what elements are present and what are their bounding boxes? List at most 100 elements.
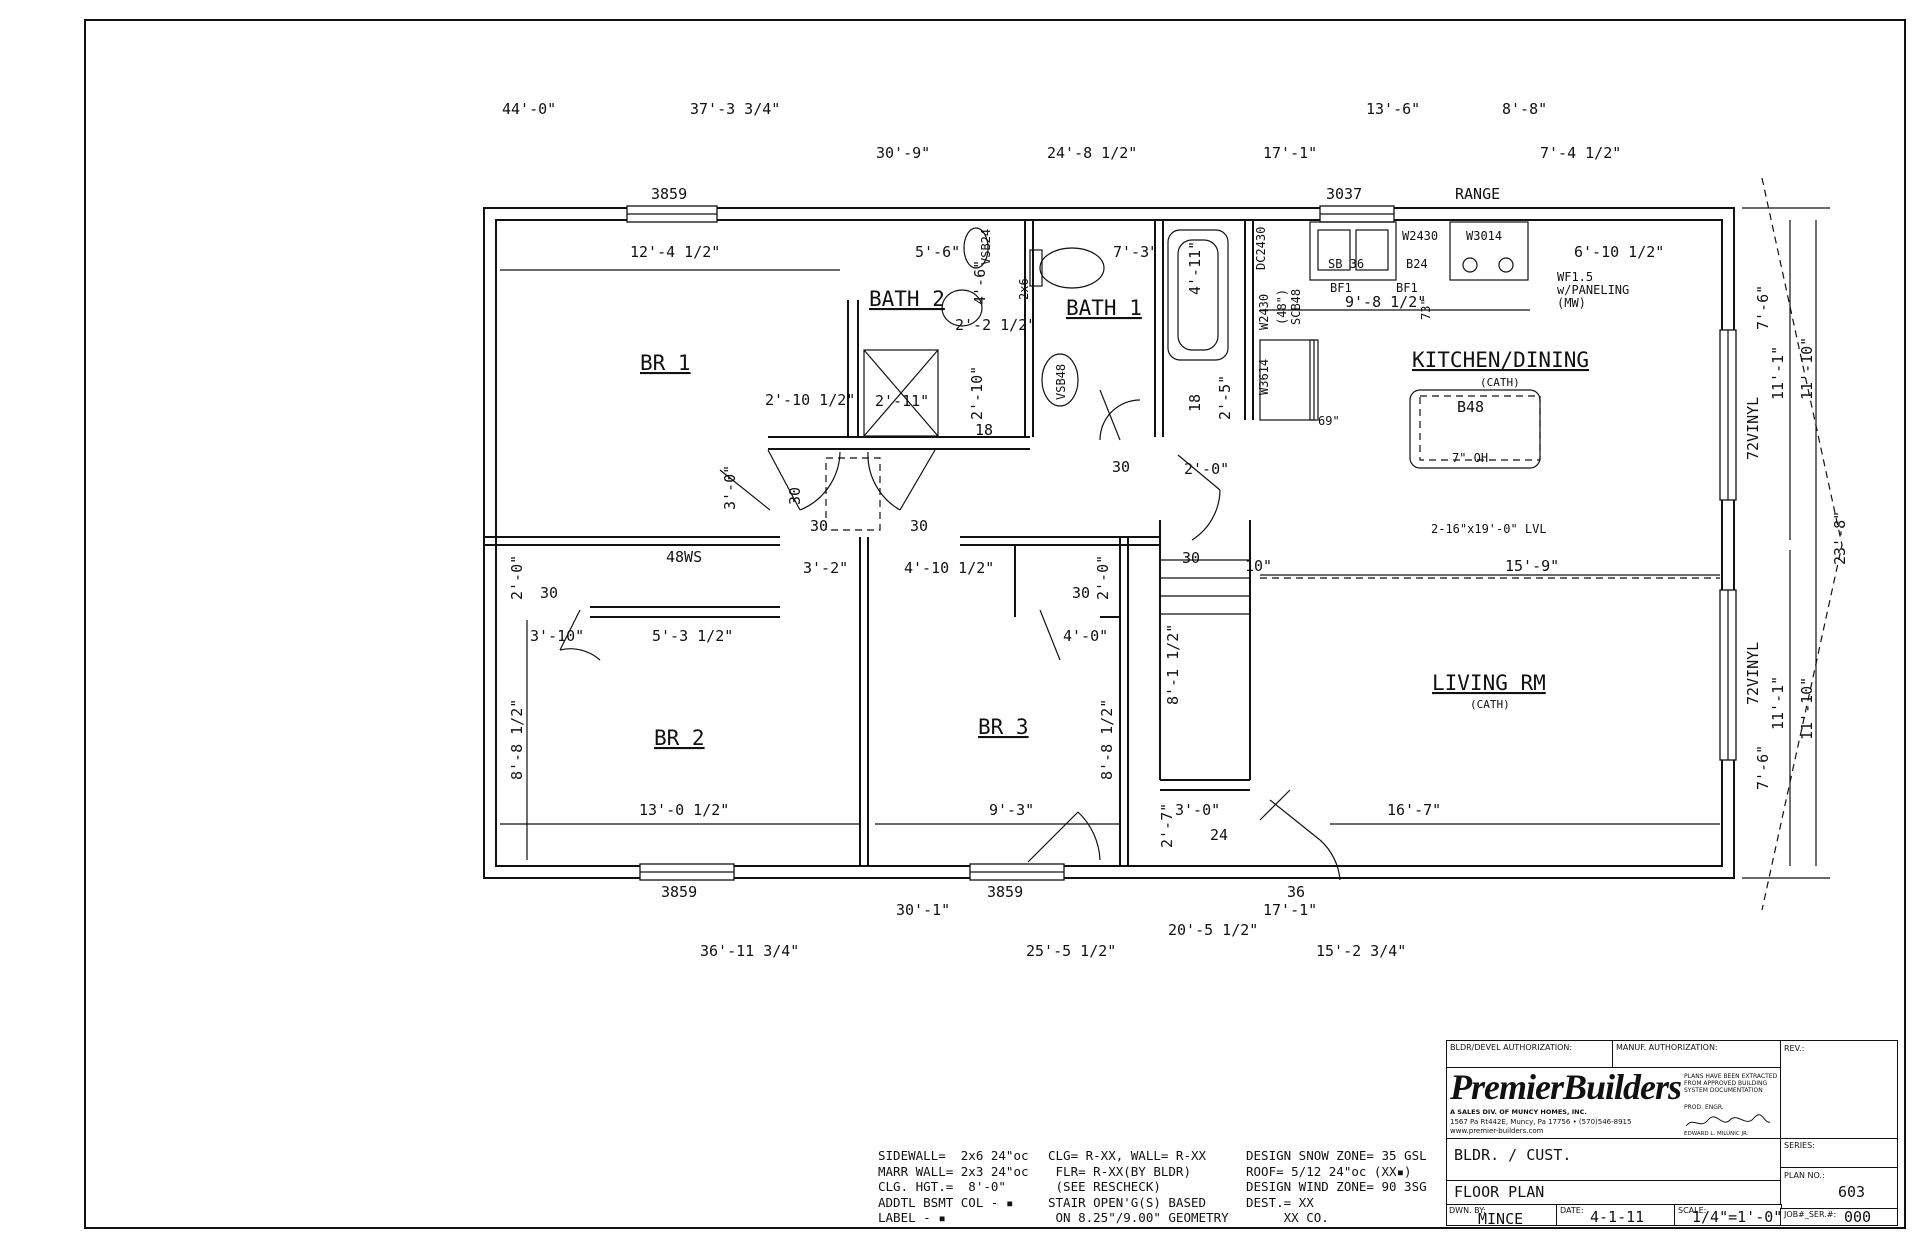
sheet-border [84, 19, 1906, 1229]
division-text: A SALES DIV. OF MUNCY HOMES, INC. [1450, 1108, 1587, 1116]
dim-text: 2'-11" [875, 392, 929, 410]
drawing-title: FLOOR PLAN [1454, 1183, 1545, 1201]
dim-text: 8'-8 1/2" [1098, 699, 1116, 780]
range-label: RANGE [1455, 185, 1500, 203]
exterior-walls [483, 207, 1735, 879]
cabinet-label: SB 36 [1328, 257, 1364, 271]
window-label: 3859 [651, 185, 687, 203]
window-label: 72VINYL [1744, 642, 1762, 705]
dim-text: 4'-0" [1063, 627, 1108, 645]
bottom-dim-label: 17'-1" [1263, 901, 1317, 919]
cabinet-label: VSB24 [979, 229, 993, 265]
dim-text: 8'-8 1/2" [508, 699, 526, 780]
room-label-br2: BR 2 [654, 726, 705, 750]
dim-text: 11'-1" [1769, 346, 1787, 400]
stairs [1160, 559, 1250, 615]
extract-note: PLANS HAVE BEEN EXTRACTED FROM APPROVED … [1684, 1073, 1778, 1094]
cabinet-label: VSB48 [1054, 364, 1068, 400]
fixtures [863, 221, 1541, 469]
dim-text: 2'-10" [968, 366, 986, 420]
door-swings [559, 389, 1341, 881]
dim-text: 8'-1 1/2" [1164, 624, 1182, 705]
dim-text: 16'-7" [1387, 801, 1441, 819]
drawn-by-value: MINCE [1478, 1210, 1524, 1228]
top-dim-label: 24'-8 1/2" [1047, 144, 1137, 162]
notes-design-zones: DESIGN SNOW ZONE= 35 GSL ROOF= 5/12 24"o… [1246, 1148, 1427, 1225]
dim-text: 11'-10" [1798, 337, 1816, 400]
dim-text: 3'-0" [1175, 801, 1220, 819]
notes-insulation: CLG= R-XX, WALL= R-XX FLR= R-XX(BY BLDR)… [1048, 1148, 1229, 1225]
rotated-dimensions: 4'-11" 4'-6" 2'-10" 18 2'-5" 3'-0" 30 2'… [508, 227, 1849, 848]
dim-text: 69" [1318, 414, 1340, 428]
top-dim-label: 37'-3 3/4" [690, 100, 780, 118]
dim-text: 7" OH [1452, 451, 1488, 465]
dim-text: 10" [1245, 557, 1272, 575]
dim-text: 2'-2 1/2" [955, 316, 1036, 334]
cabinet-label: W2430 [1402, 229, 1438, 243]
manuf-auth-label: MANUF. AUTHORIZATION: [1616, 1043, 1718, 1052]
dim-text: 2'-10 1/2" [765, 391, 855, 409]
room-label-bath2: BATH 2 [869, 287, 945, 311]
prod-engr-label: PROD. ENGR. [1684, 1104, 1724, 1111]
room-label-br1: BR 1 [640, 351, 691, 375]
cabinet-label: W3014 [1466, 229, 1502, 243]
cabinet-label: W3614 [1257, 359, 1271, 395]
dim-text: 3'-0" [721, 465, 739, 510]
scale-value: 1/4"=1'-0" [1692, 1208, 1783, 1226]
dim-text: 30 [810, 517, 828, 535]
dim-text: 30 [1182, 549, 1200, 567]
brand-logo: PremierBuilders [1450, 1067, 1682, 1107]
top-dim-label: 13'-6" [1366, 100, 1420, 118]
window-labels: 3859 3037 RANGE 3859 3859 36 [651, 185, 1500, 901]
top-dim-label: 7'-4 1/2" [1540, 144, 1621, 162]
lvl-beam-label: 2-16"x19'-0" LVL [1431, 522, 1547, 536]
bottom-dim-label: 15'-2 3/4" [1316, 942, 1406, 960]
drawn-by-label: DWN. BY: [1449, 1206, 1486, 1215]
interior-walls [484, 220, 1254, 866]
website-text: www.premier-builders.com [1450, 1127, 1544, 1135]
dim-text: 6'-10 1/2" [1574, 243, 1664, 261]
cabinet-label: B24 [1406, 257, 1428, 271]
dim-text: 9'-8 1/2" [1345, 293, 1426, 311]
dim-text: 2'-7" [1158, 803, 1176, 848]
living-note: (CATH) [1470, 698, 1510, 711]
room-label-living: LIVING RM [1432, 671, 1546, 695]
dim-text: 18 [1186, 394, 1204, 412]
notes-construction: SIDEWALL= 2x6 24"oc MARR WALL= 2x3 24"oc… [878, 1148, 1029, 1225]
top-dim-label: 17'-1" [1263, 144, 1317, 162]
cabinet-label: SCB48 [1289, 289, 1303, 325]
top-dimensions: 44'-0" 37'-3 3/4" 30'-9" 24'-8 1/2" 17'-… [502, 100, 1621, 162]
bottom-dim-label: 36'-11 3/4" [700, 942, 799, 960]
dim-text: 30 [1072, 584, 1090, 602]
dim-text: 3'-10" [530, 627, 584, 645]
dim-text: 24 [1210, 826, 1228, 844]
dim-text: 13'-0 1/2" [639, 801, 729, 819]
dim-text: 11'-1" [1769, 676, 1787, 730]
dim-text: 12'-4 1/2" [630, 243, 720, 261]
top-dim-label: 44'-0" [502, 100, 556, 118]
cabinet-label: BF1 [1330, 281, 1352, 295]
dim-text: 11'-10" [1798, 677, 1816, 740]
bottom-dimensions: 30'-1" 20'-5 1/2" 17'-1" 36'-11 3/4" 25'… [700, 901, 1406, 960]
dim-text: 15'-9" [1505, 557, 1559, 575]
top-dim-label: 8'-8" [1502, 100, 1547, 118]
date-label: DATE: [1560, 1206, 1584, 1215]
room-labels: BR 1 BR 2 BR 3 BATH 1 BATH 2 KITCHEN/DIN… [640, 287, 1589, 750]
dim-text: 4'-6" [971, 260, 989, 305]
window-label: 3859 [987, 883, 1023, 901]
bottom-dim-label: 30'-1" [896, 901, 950, 919]
kitchen-note: (CATH) [1480, 376, 1520, 389]
dim-text: 48WS [666, 548, 702, 566]
cabinet-label: 2x6 [1017, 278, 1031, 300]
dim-text: 4'-10 1/2" [904, 559, 994, 577]
fixture-label: WF1.5 [1557, 270, 1593, 284]
series-label: SERIES: [1784, 1141, 1815, 1150]
plan-no-label: PLAN NO.: [1784, 1171, 1825, 1180]
job-value: 000 [1844, 1208, 1872, 1226]
dim-text: 2'-0" [1094, 555, 1112, 600]
dim-text: 7'-3" [1113, 243, 1158, 261]
attic-access [825, 457, 881, 531]
plan-no-value: 603 [1838, 1183, 1866, 1201]
bottom-dim-label: 25'-5 1/2" [1026, 942, 1116, 960]
address-text: 1567 Pa Rt442E, Muncy, Pa 17756 • (570)5… [1450, 1118, 1632, 1126]
